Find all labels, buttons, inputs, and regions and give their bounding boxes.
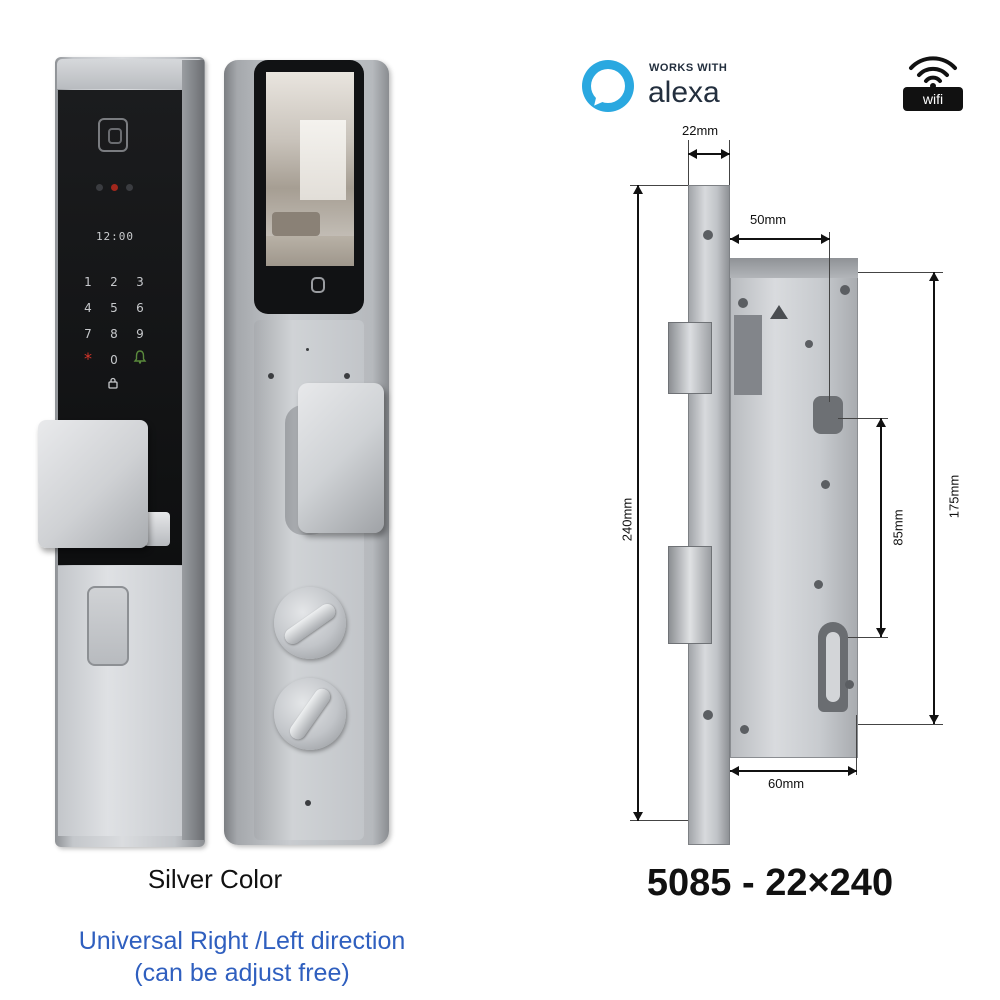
screen-room-window (300, 120, 346, 200)
mechanism-triangle (770, 305, 788, 319)
arrow (688, 149, 697, 159)
case-hole (738, 298, 748, 308)
bell-icon (130, 350, 150, 370)
mortise-faceplate (688, 185, 730, 845)
front-panel-side (182, 60, 204, 840)
color-caption: Silver Color (147, 864, 283, 894)
dim-line-60mm (730, 770, 857, 772)
mortise-case-top (730, 258, 858, 278)
fingerprint-sensor-icon (98, 118, 128, 152)
lock-icon (107, 376, 119, 389)
sensor-dot (96, 184, 103, 191)
extension-line (630, 185, 688, 186)
key-cover (87, 586, 129, 666)
sensor-dot (126, 184, 133, 191)
extension-line (848, 637, 888, 638)
keypad-key-3: 3 (136, 275, 144, 289)
case-hole (821, 480, 830, 489)
extension-line (829, 232, 830, 402)
extension-line (838, 418, 888, 419)
front-handle-neck (144, 512, 170, 546)
extension-line (688, 140, 689, 185)
front-handle (38, 420, 148, 548)
extension-line (729, 140, 730, 185)
latch-bolt (668, 322, 712, 394)
arrow (721, 149, 730, 159)
latch-mechanism (734, 315, 762, 395)
spindle-hole (813, 396, 843, 434)
cylinder-hole-inner (826, 632, 840, 702)
front-panel-top-cap (57, 59, 203, 89)
case-hole (845, 680, 854, 689)
mic-hole (306, 348, 309, 351)
screw (344, 373, 350, 379)
arrow (730, 766, 739, 776)
arrow (633, 812, 643, 821)
camera-dot (111, 184, 118, 191)
extension-line (856, 715, 857, 775)
screen-room-sofa (272, 212, 320, 236)
screw (268, 373, 274, 379)
screen-room-floor (266, 236, 354, 266)
arrow (876, 628, 886, 637)
extension-line (858, 724, 943, 725)
keypad-key-7: 7 (84, 327, 92, 341)
arrow (730, 234, 739, 244)
arrow (876, 418, 886, 427)
extension-line (858, 272, 943, 273)
dim-line-175mm (933, 272, 935, 724)
keypad-key-4: 4 (84, 301, 92, 315)
keypad-key-9: 9 (136, 327, 144, 341)
case-hole (805, 340, 813, 348)
screw (305, 800, 311, 806)
alexa-logo-icon (582, 60, 634, 112)
dim-line-240mm (637, 185, 639, 821)
dim-line-50mm (730, 238, 830, 240)
keypad-key-2: 2 (110, 275, 118, 289)
fingerprint-icon (311, 277, 325, 293)
dim-line-85mm (880, 418, 882, 637)
faceplate-screw-hole (703, 710, 713, 720)
arrow (929, 272, 939, 281)
case-hole (814, 580, 823, 589)
arrow (848, 766, 857, 776)
wifi-icon (909, 56, 957, 89)
keypad-key-8: 8 (110, 327, 118, 341)
keypad-key-6: 6 (136, 301, 144, 315)
arrow (929, 715, 939, 724)
arrow (633, 185, 643, 194)
keypad-key-5: 5 (110, 301, 118, 315)
direction-note: Universal Right /Left direction (can be … (20, 925, 464, 989)
arrow (821, 234, 830, 244)
faceplate-screw-hole (703, 230, 713, 240)
dim-label-50mm: 50mm (750, 212, 787, 227)
case-hole (840, 285, 850, 295)
back-handle (298, 383, 384, 533)
alexa-works-with: WORKS WITH (649, 62, 728, 74)
dead-bolt (668, 546, 712, 644)
dim-label-22mm: 22mm (682, 123, 719, 138)
case-hole (740, 725, 749, 734)
dim-label-175mm: 175mm (946, 474, 962, 519)
keypad-key-1: 1 (84, 275, 92, 289)
wifi-badge: wifi (903, 87, 963, 111)
keypad-key-0: 0 (110, 353, 118, 367)
keypad-key-star: * (84, 349, 92, 368)
direction-line-2: (can be adjust free) (134, 959, 350, 987)
direction-line-1: Universal Right /Left direction (78, 927, 406, 955)
lock-clock-display: 12:00 (95, 230, 135, 243)
alexa-wordmark: alexa (648, 76, 720, 109)
model-number: 5085 - 22×240 (646, 862, 894, 904)
dim-label-85mm: 85mm (890, 509, 906, 546)
dim-line-22mm (688, 153, 730, 155)
dim-label-60mm: 60mm (768, 776, 805, 791)
dim-label-240mm: 240mm (619, 497, 635, 542)
extension-line (630, 820, 688, 821)
